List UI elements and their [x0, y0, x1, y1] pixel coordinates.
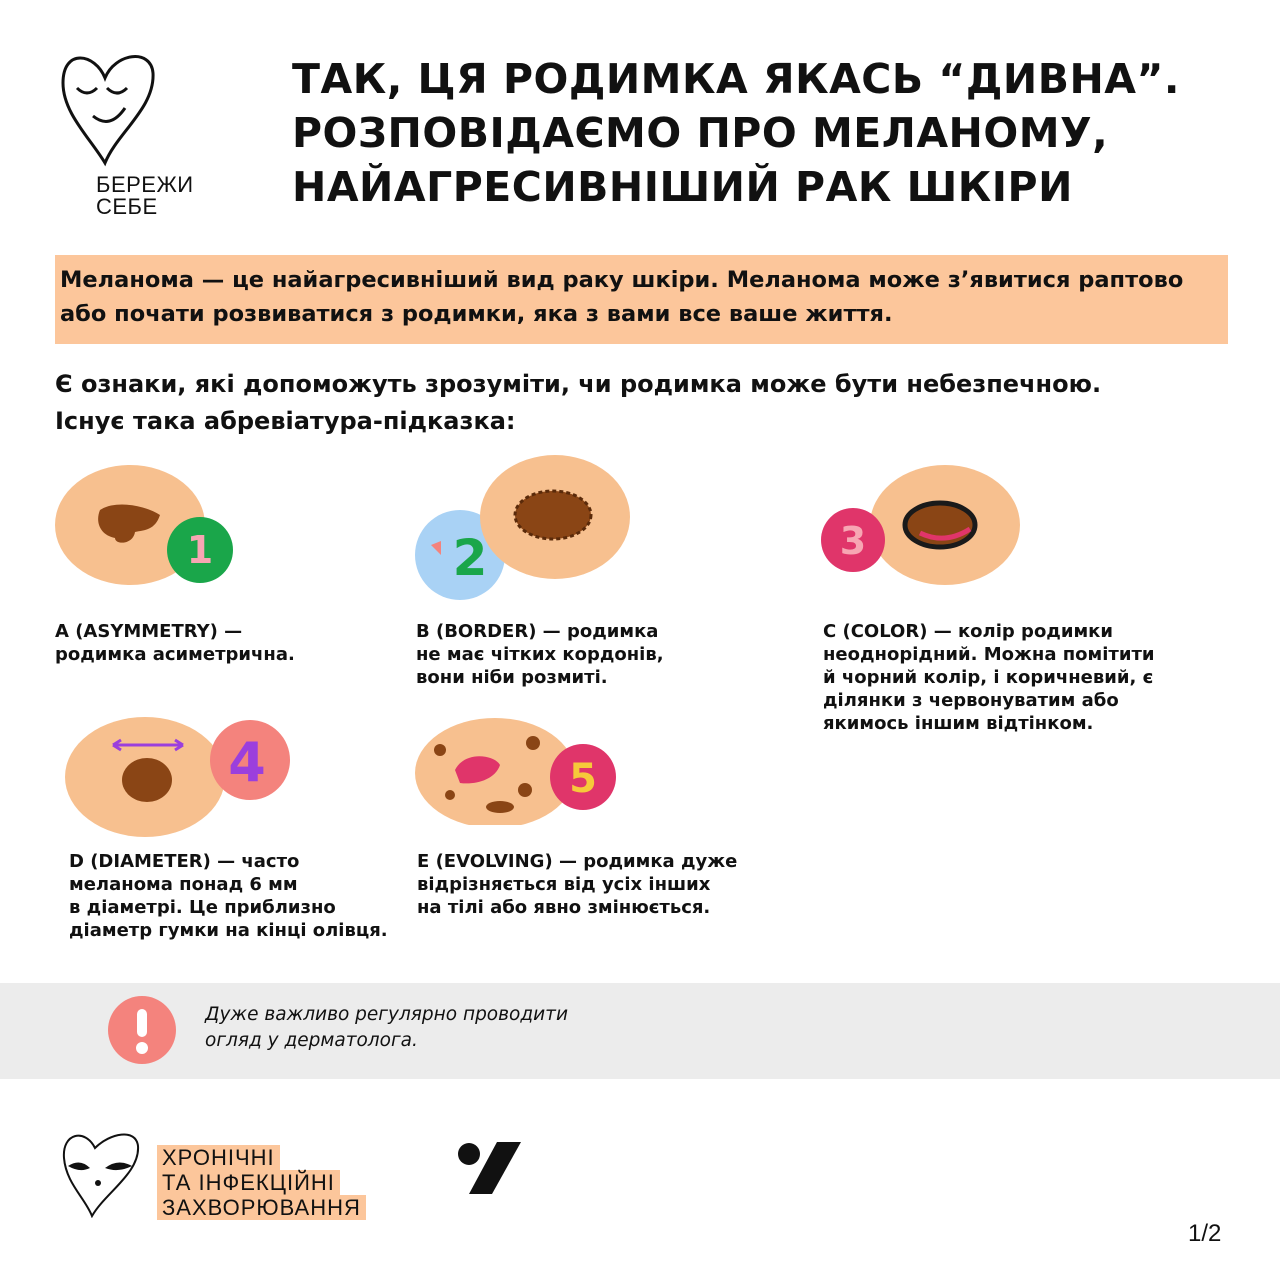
caption-line: C (COLOR) — колір родимки	[823, 621, 1113, 642]
question-heading: Є ознаки, які допоможуть зрозуміти, чи р…	[55, 366, 1101, 440]
heart-eyes-logo	[62, 1133, 140, 1218]
caption-line: не має чітких кордонів,	[416, 644, 664, 665]
sign-caption-asymmetry: A (ASYMMETRY) — родимка асиметрична.	[55, 620, 295, 666]
caption-line: неоднорідний. Можна помітити	[823, 644, 1155, 665]
caption-line: відрізняється від усіх інших	[417, 874, 711, 895]
sign-caption-border: B (BORDER) — родимка не має чітких кордо…	[416, 620, 664, 689]
brand-line: БЕРЕЖИ	[96, 172, 194, 197]
caption-line: A (ASYMMETRY) —	[55, 621, 243, 642]
mole-evolving-illustration: 5	[415, 718, 616, 825]
sign-caption-diameter: D (DIAMETER) — часто меланома понад 6 мм…	[69, 850, 388, 942]
caption-line: якимось іншим відтінком.	[823, 713, 1094, 734]
intro-text: Меланома —	[60, 267, 233, 293]
question-line: Є ознаки, які допоможуть зрозуміти, чи р…	[55, 370, 1102, 398]
note-line: огляд у дерматолога.	[205, 1030, 418, 1051]
caption-line: діаметр гумки на кінці олівця.	[69, 920, 388, 941]
sign-number: 4	[228, 731, 266, 794]
intro-box: Меланома — це найагресивніший вид раку ш…	[55, 255, 1228, 344]
sign-number: 5	[569, 756, 597, 802]
brand-line: СЕБЕ	[96, 194, 158, 219]
note-line: Дуже важливо регулярно проводити	[205, 1004, 568, 1025]
category-line: ТА ІНФЕКЦІЙНІ	[157, 1170, 340, 1195]
sign-caption-color: C (COLOR) — колір родимки неоднорідний. …	[823, 620, 1155, 735]
category-label: ХРОНІЧНІ ТА ІНФЕКЦІЙНІ ЗАХВОРЮВАННЯ	[157, 1145, 366, 1220]
sign-number: 1	[187, 528, 213, 572]
caption-line: меланома понад 6 мм	[69, 874, 298, 895]
caption-line: ділянки з червонуватим або	[823, 690, 1119, 711]
partner-logo	[458, 1142, 521, 1194]
caption-line: й чорний колір, і коричневий, є	[823, 667, 1154, 688]
title-line: РОЗПОВІДАЄМО ПРО МЕЛАНОМУ,	[292, 109, 1109, 157]
mole-color-illustration: 3	[821, 465, 1020, 585]
title-line: ТАК, ЦЯ РОДИМКА ЯКАСЬ “ДИВНА”.	[292, 55, 1181, 103]
caption-line: на тілі або явно змінюється.	[417, 897, 711, 918]
caption-line: E (EVOLVING) — родимка дуже	[417, 851, 738, 872]
mole-diameter-illustration: 4	[65, 717, 290, 837]
mole-border-illustration: 2	[415, 455, 630, 600]
sign-caption-evolving: E (EVOLVING) — родимка дуже відрізняєтьс…	[417, 850, 737, 919]
heart-smile-logo	[61, 55, 155, 167]
category-line: ХРОНІЧНІ	[157, 1145, 280, 1170]
intro-bold: це найагресивніший вид раку шкіри.	[232, 267, 719, 293]
caption-line: D (DIAMETER) — часто	[69, 851, 300, 872]
caption-line: родимка асиметрична.	[55, 644, 295, 665]
note-band	[0, 983, 1280, 1079]
note-text: Дуже важливо регулярно проводити огляд у…	[205, 1002, 568, 1054]
sign-number: 2	[453, 529, 488, 587]
caption-line: B (BORDER) — родимка	[416, 621, 659, 642]
category-line: ЗАХВОРЮВАННЯ	[157, 1195, 366, 1220]
title-line: НАЙАГРЕСИВНІШИЙ РАК ШКІРИ	[292, 163, 1073, 211]
sign-number: 3	[840, 519, 866, 563]
page-number: 1/2	[1188, 1220, 1222, 1247]
mole-asymmetry-illustration: 1	[55, 465, 233, 585]
intro-text: Меланома може з’явитися раптово або поча…	[60, 267, 1184, 327]
brand-name: БЕРЕЖИ СЕБЕ	[96, 174, 194, 218]
caption-line: вони ніби розмиті.	[416, 667, 608, 688]
question-line: Існує така абревіатура-підказка:	[55, 407, 516, 435]
page-title: ТАК, ЦЯ РОДИМКА ЯКАСЬ “ДИВНА”. РОЗПОВІДА…	[292, 52, 1180, 214]
caption-line: в діаметрі. Це приблизно	[69, 897, 336, 918]
exclamation-icon	[108, 996, 176, 1064]
